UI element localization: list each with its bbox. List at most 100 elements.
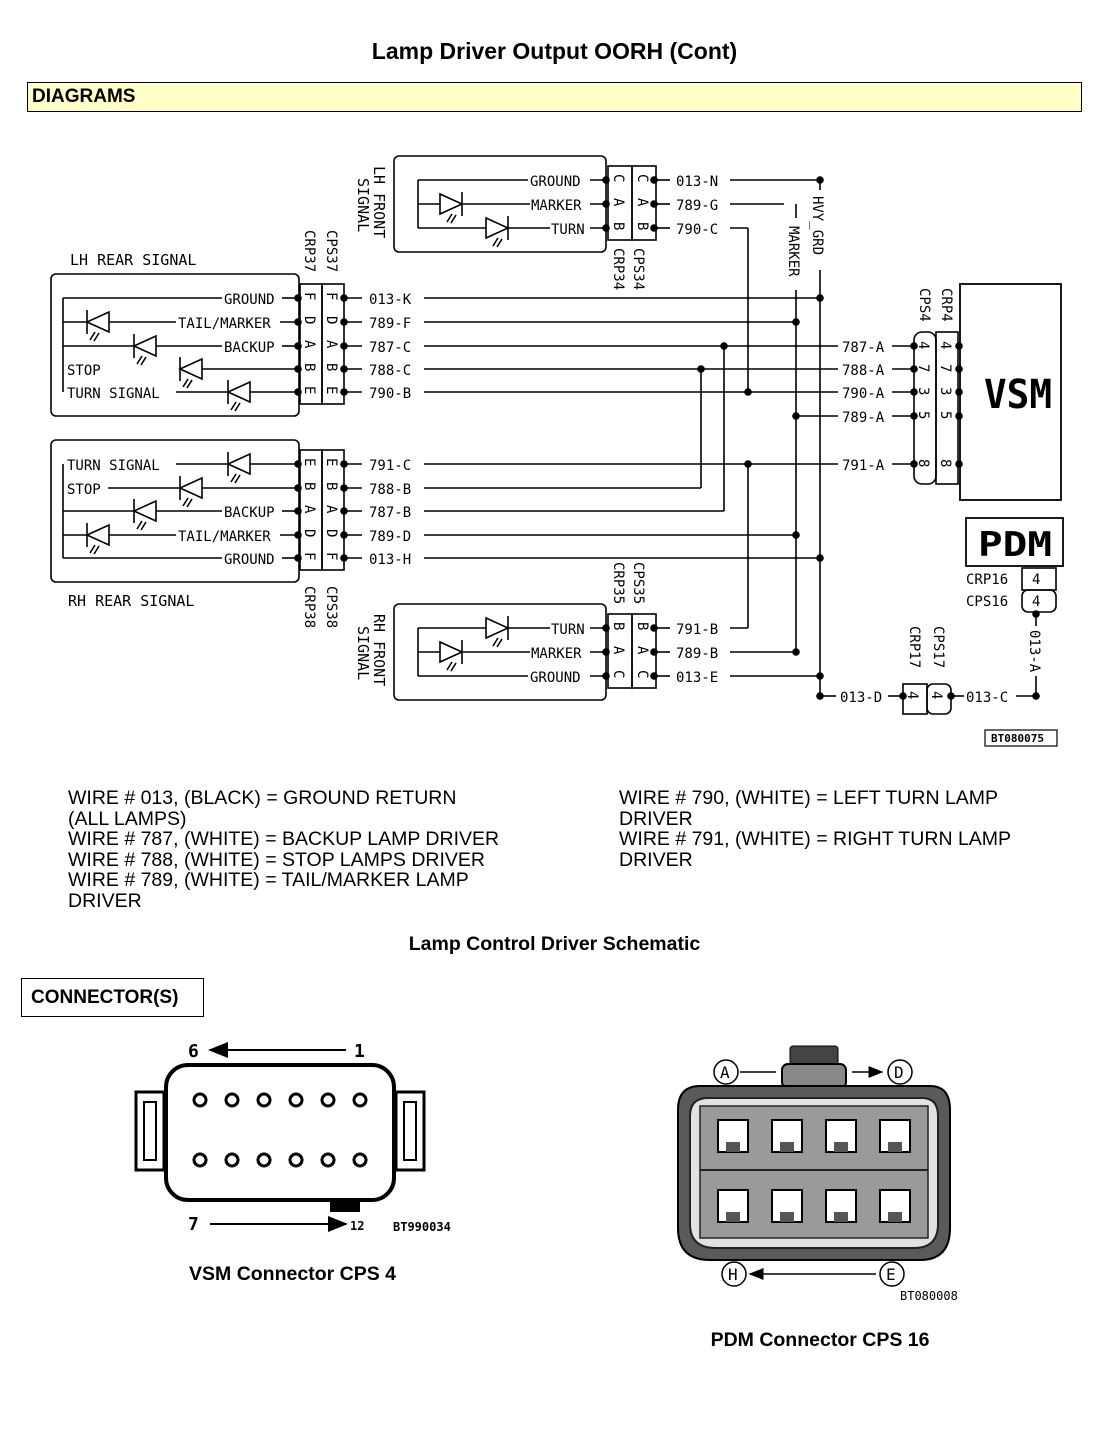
svg-text:A: A [323,505,339,514]
vsm-label: VSM [984,372,1052,418]
svg-text:7: 7 [937,364,953,372]
svg-text:F: F [323,552,339,560]
lh-front-label-turn: TURN [551,222,585,238]
svg-text:788-A: 788-A [842,363,885,379]
svg-text:791-B: 791-B [676,622,718,638]
wire-note: WIRE # 789, (WHITE) = TAIL/MARKER LAMP [68,869,469,891]
diode-icon [178,357,203,389]
svg-text:GROUND: GROUND [224,292,275,308]
svg-text:D: D [323,316,339,324]
svg-text:790-B: 790-B [369,386,411,402]
crp17-label: CRP17 [906,626,922,668]
svg-text:7: 7 [915,364,931,372]
svg-text:789-D: 789-D [369,529,411,545]
svg-text:788-C: 788-C [369,363,411,379]
wire-note: WIRE # 790, (WHITE) = LEFT TURN LAMP [619,787,999,809]
rh-rear-signal-block: TURN SIGNAL STOP BACKUP TAIL/MARKER GROU… [50,439,362,628]
svg-text:CRP16: CRP16 [966,572,1008,588]
svg-text:789-A: 789-A [842,410,885,426]
svg-text:8: 8 [937,459,953,467]
lh-front-label-ground: GROUND [530,174,581,190]
svg-text:E: E [301,386,317,394]
diode-icon [132,334,157,366]
svg-text:GROUND: GROUND [224,552,275,568]
wire-note: WIRE # 791, (WHITE) = RIGHT TURN LAMP [619,828,1012,850]
page-title: Lamp Driver Output OORH (Cont) [371,38,738,64]
vsm-connector-caption: VSM Connector CPS 4 [189,1263,396,1285]
svg-text:A: A [634,646,650,655]
svg-text:STOP: STOP [67,363,101,379]
wire-013-a: 013-A [1026,630,1042,673]
diode-icon [485,616,510,648]
wire-note: WIRE # 013, (BLACK) = GROUND RETURN [68,787,457,809]
svg-text:BACKUP: BACKUP [224,340,275,356]
wire-note: WIRE # 787, (WHITE) = BACKUP LAMP DRIVER [68,828,500,850]
svg-text:4: 4 [937,341,953,349]
svg-text:C: C [610,174,626,182]
diode-icon [85,523,110,555]
pdm-figure-id: BT080008 [900,1289,958,1303]
svg-text:E: E [323,386,339,394]
svg-text:E: E [323,458,339,466]
pdm-pin-e-label: E [886,1265,896,1284]
svg-text:F: F [301,552,317,560]
svg-text:3: 3 [937,387,953,395]
wire-013-n: 013-N [676,174,718,190]
svg-text:788-B: 788-B [369,482,411,498]
svg-text:4: 4 [928,691,944,699]
connectors-section-header: CONNECTOR(S) [21,978,204,1017]
crp35-label: CRP35 [610,562,626,604]
pdm-connector-drawing: A D H E BT080008 [677,1045,958,1303]
svg-text:A: A [301,340,317,349]
svg-text:MARKER: MARKER [531,646,582,662]
svg-text:SIGNAL: SIGNAL [354,626,372,680]
svg-text:789-F: 789-F [369,316,411,332]
svg-text:A: A [634,198,650,207]
wire-013-c: 013-C [966,690,1008,706]
lh-rear-title: LH REAR SIGNAL [70,251,196,269]
wire-note: (ALL LAMPS) [68,807,187,830]
crp4-label: CRP4 [938,288,954,322]
svg-text:D: D [323,529,339,537]
lh-front-title-line1: LH FRONT [370,166,388,238]
wire-note: DRIVER [68,889,142,912]
svg-text:B: B [634,622,650,630]
svg-text:B: B [634,222,650,230]
svg-text:BACKUP: BACKUP [224,505,275,521]
diode-icon [132,499,157,531]
svg-text:F: F [323,292,339,300]
svg-text:4: 4 [1032,594,1040,610]
svg-text:F: F [301,292,317,300]
rh-front-signal-block: TURN MARKER GROUND B A C B A C RH FRONT … [354,562,670,701]
diode-icon [439,640,464,672]
schematic-caption: Lamp Control Driver Schematic [408,933,701,955]
svg-text:B: B [301,363,317,371]
vsm-module: 787-A 788-A 790-A 789-A 791-A 4 7 3 5 8 … [842,283,1062,501]
svg-text:RH FRONT: RH FRONT [370,614,388,686]
marker-bus-label: MARKER [785,226,801,277]
diode-icon [85,310,110,342]
svg-text:013-H: 013-H [369,552,411,568]
svg-text:TURN SIGNAL: TURN SIGNAL [67,386,160,402]
crp38-label: CRP38 [301,586,317,628]
cps17-label: CPS17 [930,626,946,668]
svg-text:013-E: 013-E [676,670,718,686]
pdm-pin-h-label: H [728,1265,738,1284]
svg-text:TURN: TURN [551,622,585,638]
svg-text:A: A [610,646,626,655]
svg-text:GROUND: GROUND [530,670,581,686]
diode-icon [178,476,203,508]
svg-text:4: 4 [904,691,920,699]
svg-text:STOP: STOP [67,482,101,498]
lamp-control-schematic: GROUND MARKER TURN C A B C A B LH FRONT … [50,155,1064,747]
diode-icon [439,192,464,224]
svg-text:5: 5 [937,411,953,419]
svg-text:TAIL/MARKER: TAIL/MARKER [178,316,271,332]
svg-text:3: 3 [915,387,931,395]
svg-text:D: D [301,529,317,537]
vsm-connector-drawing: 6 1 7 12 BT990034 [134,1041,451,1235]
wire-notes-right: WIRE # 790, (WHITE) = LEFT TURN LAMP DRI… [619,788,1069,870]
svg-text:013-K: 013-K [369,292,412,308]
wire-790-c: 790-C [676,222,718,238]
svg-text:C: C [610,670,626,678]
